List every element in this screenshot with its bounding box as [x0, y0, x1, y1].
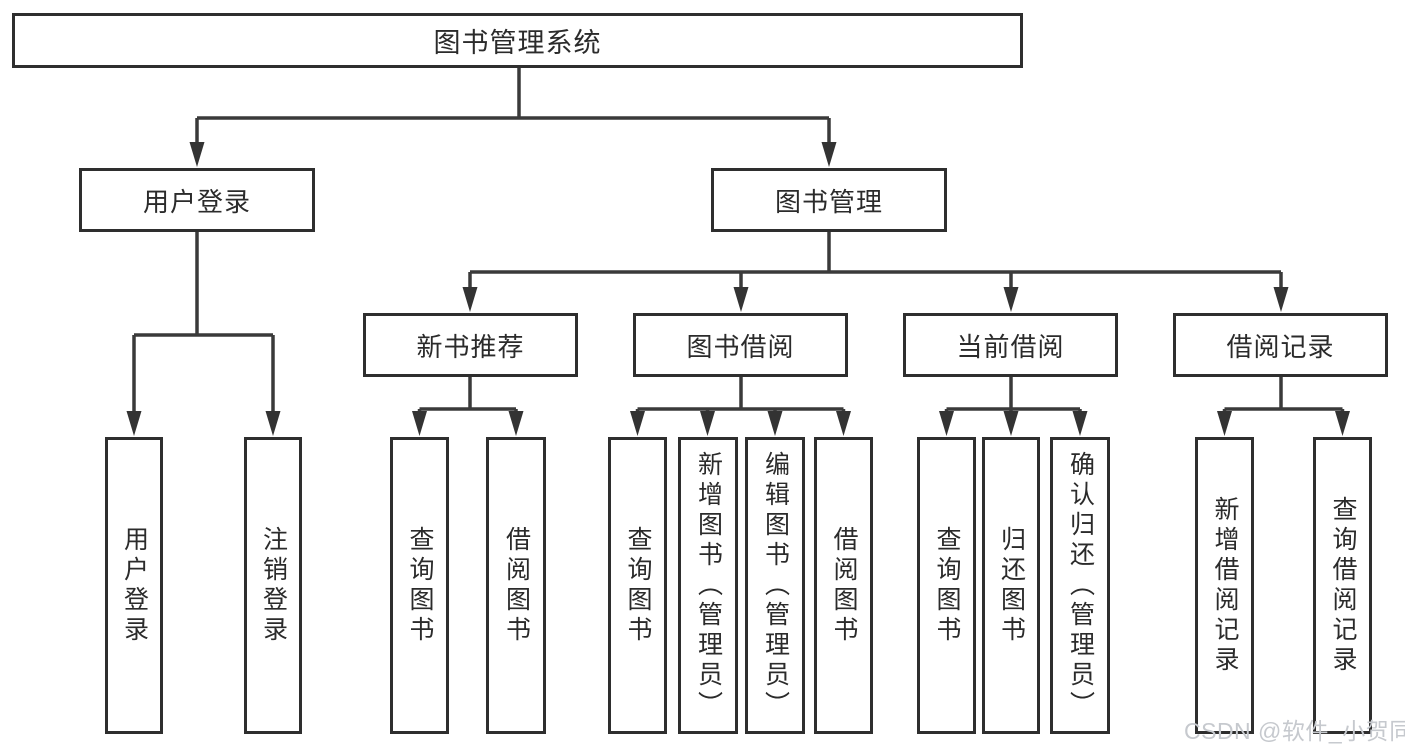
csdn-watermark: CSDN @软件_小贺同学: [1184, 718, 1405, 744]
leaf-newbooks-borrow: 借阅图书: [486, 437, 546, 734]
connector-borrow-records-children: [1217, 377, 1350, 436]
connector-current-borrow-children: [939, 377, 1088, 436]
leaf-records-add: 新增借阅记录: [1195, 437, 1254, 734]
leaf-borrow-add-admin: 新增图书（管理员）: [678, 437, 738, 734]
node-new-books: 新书推荐: [363, 313, 578, 377]
node-current-borrow: 当前借阅: [903, 313, 1118, 377]
leaf-newbooks-query: 查询图书: [390, 437, 449, 734]
node-book-borrow: 图书借阅: [633, 313, 848, 377]
leaf-borrow-edit-admin: 编辑图书（管理员）: [745, 437, 805, 734]
connector-book-mgmt-children: [462, 232, 1289, 312]
connector-new-books-children: [412, 377, 524, 436]
connector-book-borrow-children: [630, 377, 851, 436]
connector-root-to-level2: [189, 68, 837, 167]
node-borrow-records: 借阅记录: [1173, 313, 1388, 377]
leaf-logout: 注销登录: [244, 437, 302, 734]
leaf-current-return: 归还图书: [982, 437, 1040, 734]
node-root: 图书管理系统: [12, 13, 1023, 68]
leaf-records-query: 查询借阅记录: [1313, 437, 1372, 734]
leaf-borrow-borrow: 借阅图书: [814, 437, 873, 734]
leaf-current-query: 查询图书: [917, 437, 976, 734]
node-book-mgmt: 图书管理: [711, 168, 947, 232]
leaf-user-login: 用户登录: [105, 437, 163, 734]
connector-user-login-children: [126, 232, 281, 436]
node-user-login: 用户登录: [79, 168, 315, 232]
leaf-current-confirm-admin: 确认归还（管理员）: [1050, 437, 1110, 734]
leaf-borrow-query: 查询图书: [608, 437, 667, 734]
